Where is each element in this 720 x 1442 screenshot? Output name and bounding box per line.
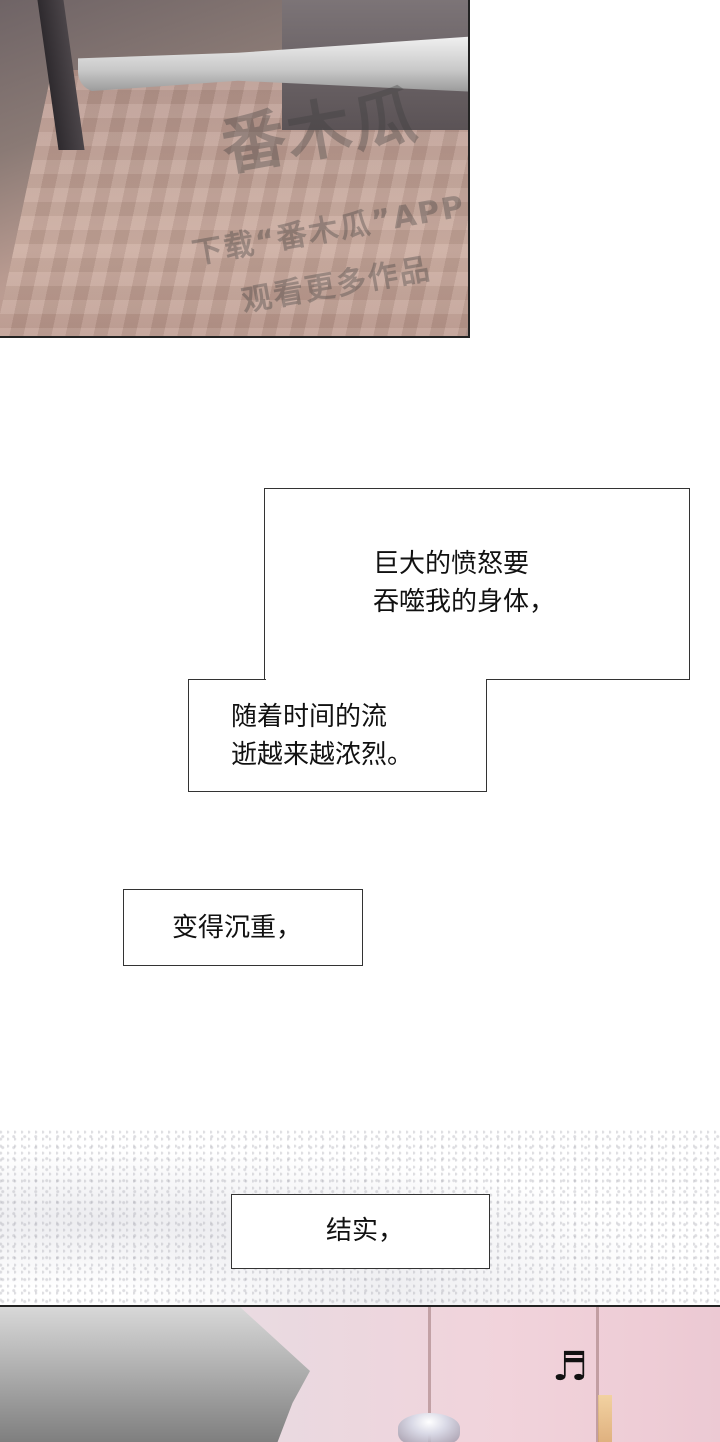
lamp-rod [428,1307,431,1442]
caption-2-line-1: 随着时间的流 [231,702,388,732]
caption-box-2: 随着时间的流 逝越来越浓烈。 [188,679,487,792]
caption-box-1: 巨大的愤怒要 吞噬我的身体， [264,488,690,680]
caption-1-line-2: 吞噬我的身体， [373,587,556,617]
caption-4-line-1: 结实， [326,1216,405,1246]
lamp-rod [596,1307,599,1442]
caption-joint [266,677,486,681]
caption-box-4: 结实， [231,1194,490,1269]
chandelier [398,1413,460,1442]
caption-1-line-1: 巨大的愤怒要 [373,549,530,579]
glass-lamp [598,1395,612,1442]
music-note-icon: ♬ [552,1344,588,1390]
top-comic-panel [0,0,470,338]
caption-box-3: 变得沉重， [123,889,363,966]
bottom-comic-panel: ♬ [0,1305,720,1442]
caption-2-line-2: 逝越来越浓烈。 [231,740,414,770]
caption-3-line-1: 变得沉重， [172,913,303,943]
metal-bowl [0,1307,310,1442]
